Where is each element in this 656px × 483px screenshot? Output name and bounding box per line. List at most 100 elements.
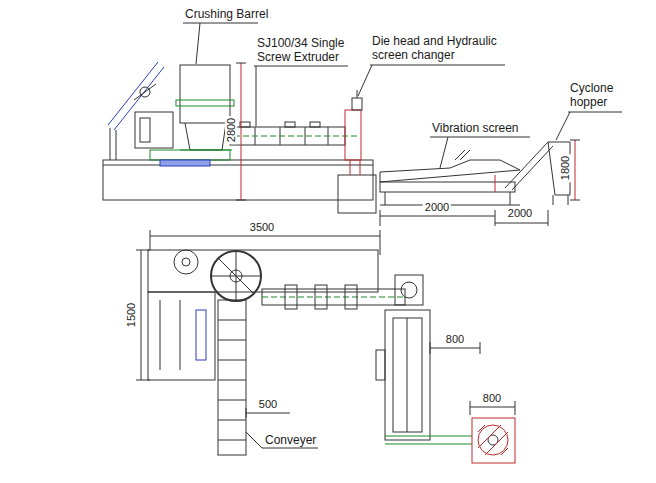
drawing-line xyxy=(315,285,327,309)
drawing-line xyxy=(440,137,448,168)
drawing-line xyxy=(512,146,553,190)
drawing-line xyxy=(211,251,261,301)
drawing-line xyxy=(218,300,246,455)
drawing-line xyxy=(478,425,508,455)
drawing-line xyxy=(460,150,470,160)
dimension: 3500 xyxy=(248,221,276,233)
drawing-line xyxy=(218,320,246,321)
drawing-line xyxy=(568,112,622,113)
drawing-line xyxy=(140,118,150,142)
drawing-line xyxy=(568,195,569,205)
drawing-line xyxy=(385,444,472,445)
drawing-line xyxy=(160,160,210,166)
drawing-line xyxy=(430,348,480,349)
drawing-line xyxy=(407,318,408,432)
drawing-line xyxy=(150,150,230,160)
drawing-line xyxy=(180,300,181,370)
drawing-line xyxy=(360,160,361,175)
drawing-line xyxy=(357,90,358,98)
drawing-line xyxy=(385,310,430,440)
drawing-line xyxy=(548,210,549,226)
drawing-line xyxy=(478,425,501,448)
drawing-line xyxy=(141,250,142,380)
elevation-view xyxy=(103,23,622,213)
drawing-line xyxy=(480,342,481,354)
drawing-line xyxy=(246,432,262,448)
drawing-line xyxy=(225,136,360,137)
drawing-line xyxy=(395,275,423,305)
drawing-line xyxy=(350,160,351,175)
drawing-line xyxy=(218,440,246,441)
drawing-line xyxy=(108,62,158,125)
drawing-line xyxy=(515,401,516,415)
drawing-line xyxy=(150,236,380,237)
dimension: 500 xyxy=(257,398,279,410)
drawing-line xyxy=(305,127,306,145)
dimension: 2000 xyxy=(506,207,534,219)
drawing-line xyxy=(262,297,405,298)
drawing-line xyxy=(241,63,242,200)
dimension: 800 xyxy=(444,333,466,345)
drawing-line xyxy=(352,98,362,110)
drawing-line xyxy=(160,300,161,370)
plan-view xyxy=(136,230,515,463)
drawing-line xyxy=(556,112,570,140)
drawing-line xyxy=(548,142,570,195)
drawing-line xyxy=(505,142,548,188)
part-label: Crushing Barrel xyxy=(185,7,325,21)
drawing-line xyxy=(182,258,190,266)
elevation-dimensions xyxy=(236,63,580,226)
drawing-line xyxy=(262,448,318,449)
drawing-line xyxy=(380,230,381,255)
drawing-line xyxy=(495,175,496,192)
drawing-line xyxy=(285,285,297,309)
drawing-line xyxy=(218,400,246,401)
drawing-line xyxy=(338,175,376,213)
drawing-line xyxy=(246,413,290,414)
drawing-line xyxy=(393,318,422,432)
drawing-line xyxy=(196,310,206,360)
drawing-line xyxy=(285,122,295,127)
drawing-line xyxy=(376,350,385,380)
drawing-line xyxy=(218,420,246,421)
part-label: Die head and Hydraulic screen changer xyxy=(372,34,512,62)
part-label: Cyclone hopper xyxy=(570,81,624,109)
drawing-line xyxy=(430,342,431,354)
drawing-line xyxy=(510,192,511,205)
drawing-line xyxy=(110,128,111,160)
drawing-line xyxy=(380,160,520,182)
drawing-line xyxy=(495,223,548,224)
drawing-line xyxy=(196,23,200,64)
drawing-line xyxy=(180,65,230,123)
drawing-line xyxy=(219,259,253,293)
drawing-line xyxy=(455,150,465,160)
drawing-line xyxy=(553,195,554,205)
dimension: 1800 xyxy=(559,154,571,182)
drawing-line xyxy=(385,436,472,437)
drawing-line xyxy=(103,165,373,166)
drawing-line xyxy=(103,160,373,200)
drawing-line xyxy=(401,282,417,298)
drawing-line xyxy=(148,250,378,292)
drawing-line xyxy=(470,401,471,415)
drawing-line xyxy=(176,100,234,106)
drawing-line xyxy=(478,425,485,432)
drawing-line xyxy=(380,210,381,226)
drawing-line xyxy=(370,65,505,66)
drawing-line xyxy=(236,200,246,201)
drawing-line xyxy=(134,84,156,100)
drawing-line xyxy=(183,23,258,24)
drawing-line xyxy=(256,66,257,126)
drawing-line xyxy=(385,192,386,205)
drawing-line xyxy=(380,216,495,217)
drawing-line xyxy=(575,140,576,200)
drawing-line xyxy=(114,67,164,130)
drawing-line xyxy=(472,418,515,463)
drawing-line xyxy=(501,448,508,455)
drawing-line xyxy=(254,66,348,67)
part-label: Conveyer xyxy=(265,433,355,447)
dimension: 2800 xyxy=(225,116,237,144)
drawing-line xyxy=(495,210,496,226)
drawing-line xyxy=(570,140,580,141)
